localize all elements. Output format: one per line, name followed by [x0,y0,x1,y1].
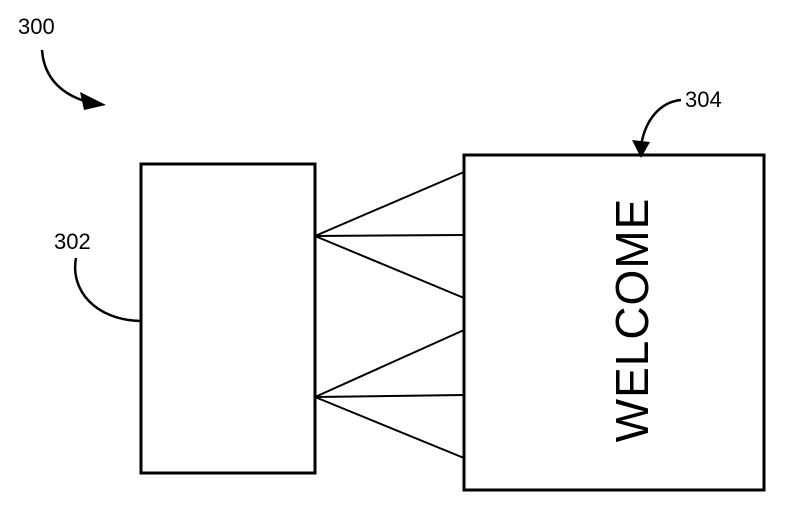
beam-lower-2 [314,394,465,398]
screen-label-arrowhead [632,140,650,158]
figure-number-arrowhead [80,92,106,110]
figure-number-label: 300 [18,14,55,39]
beam-lower-3 [314,396,465,459]
screen-label: 304 [685,87,722,112]
beam-lower-1 [314,329,465,398]
screen-label-arrow [639,98,682,147]
projector-leader-line [73,257,142,323]
beam-upper-2 [314,234,465,237]
screen-welcome-text: WELCOME [606,198,658,443]
beam-upper-1 [314,171,465,237]
beam-upper-3 [314,235,465,299]
screen-box [462,153,766,492]
projector-label: 302 [54,229,91,254]
projector-box [139,162,317,475]
